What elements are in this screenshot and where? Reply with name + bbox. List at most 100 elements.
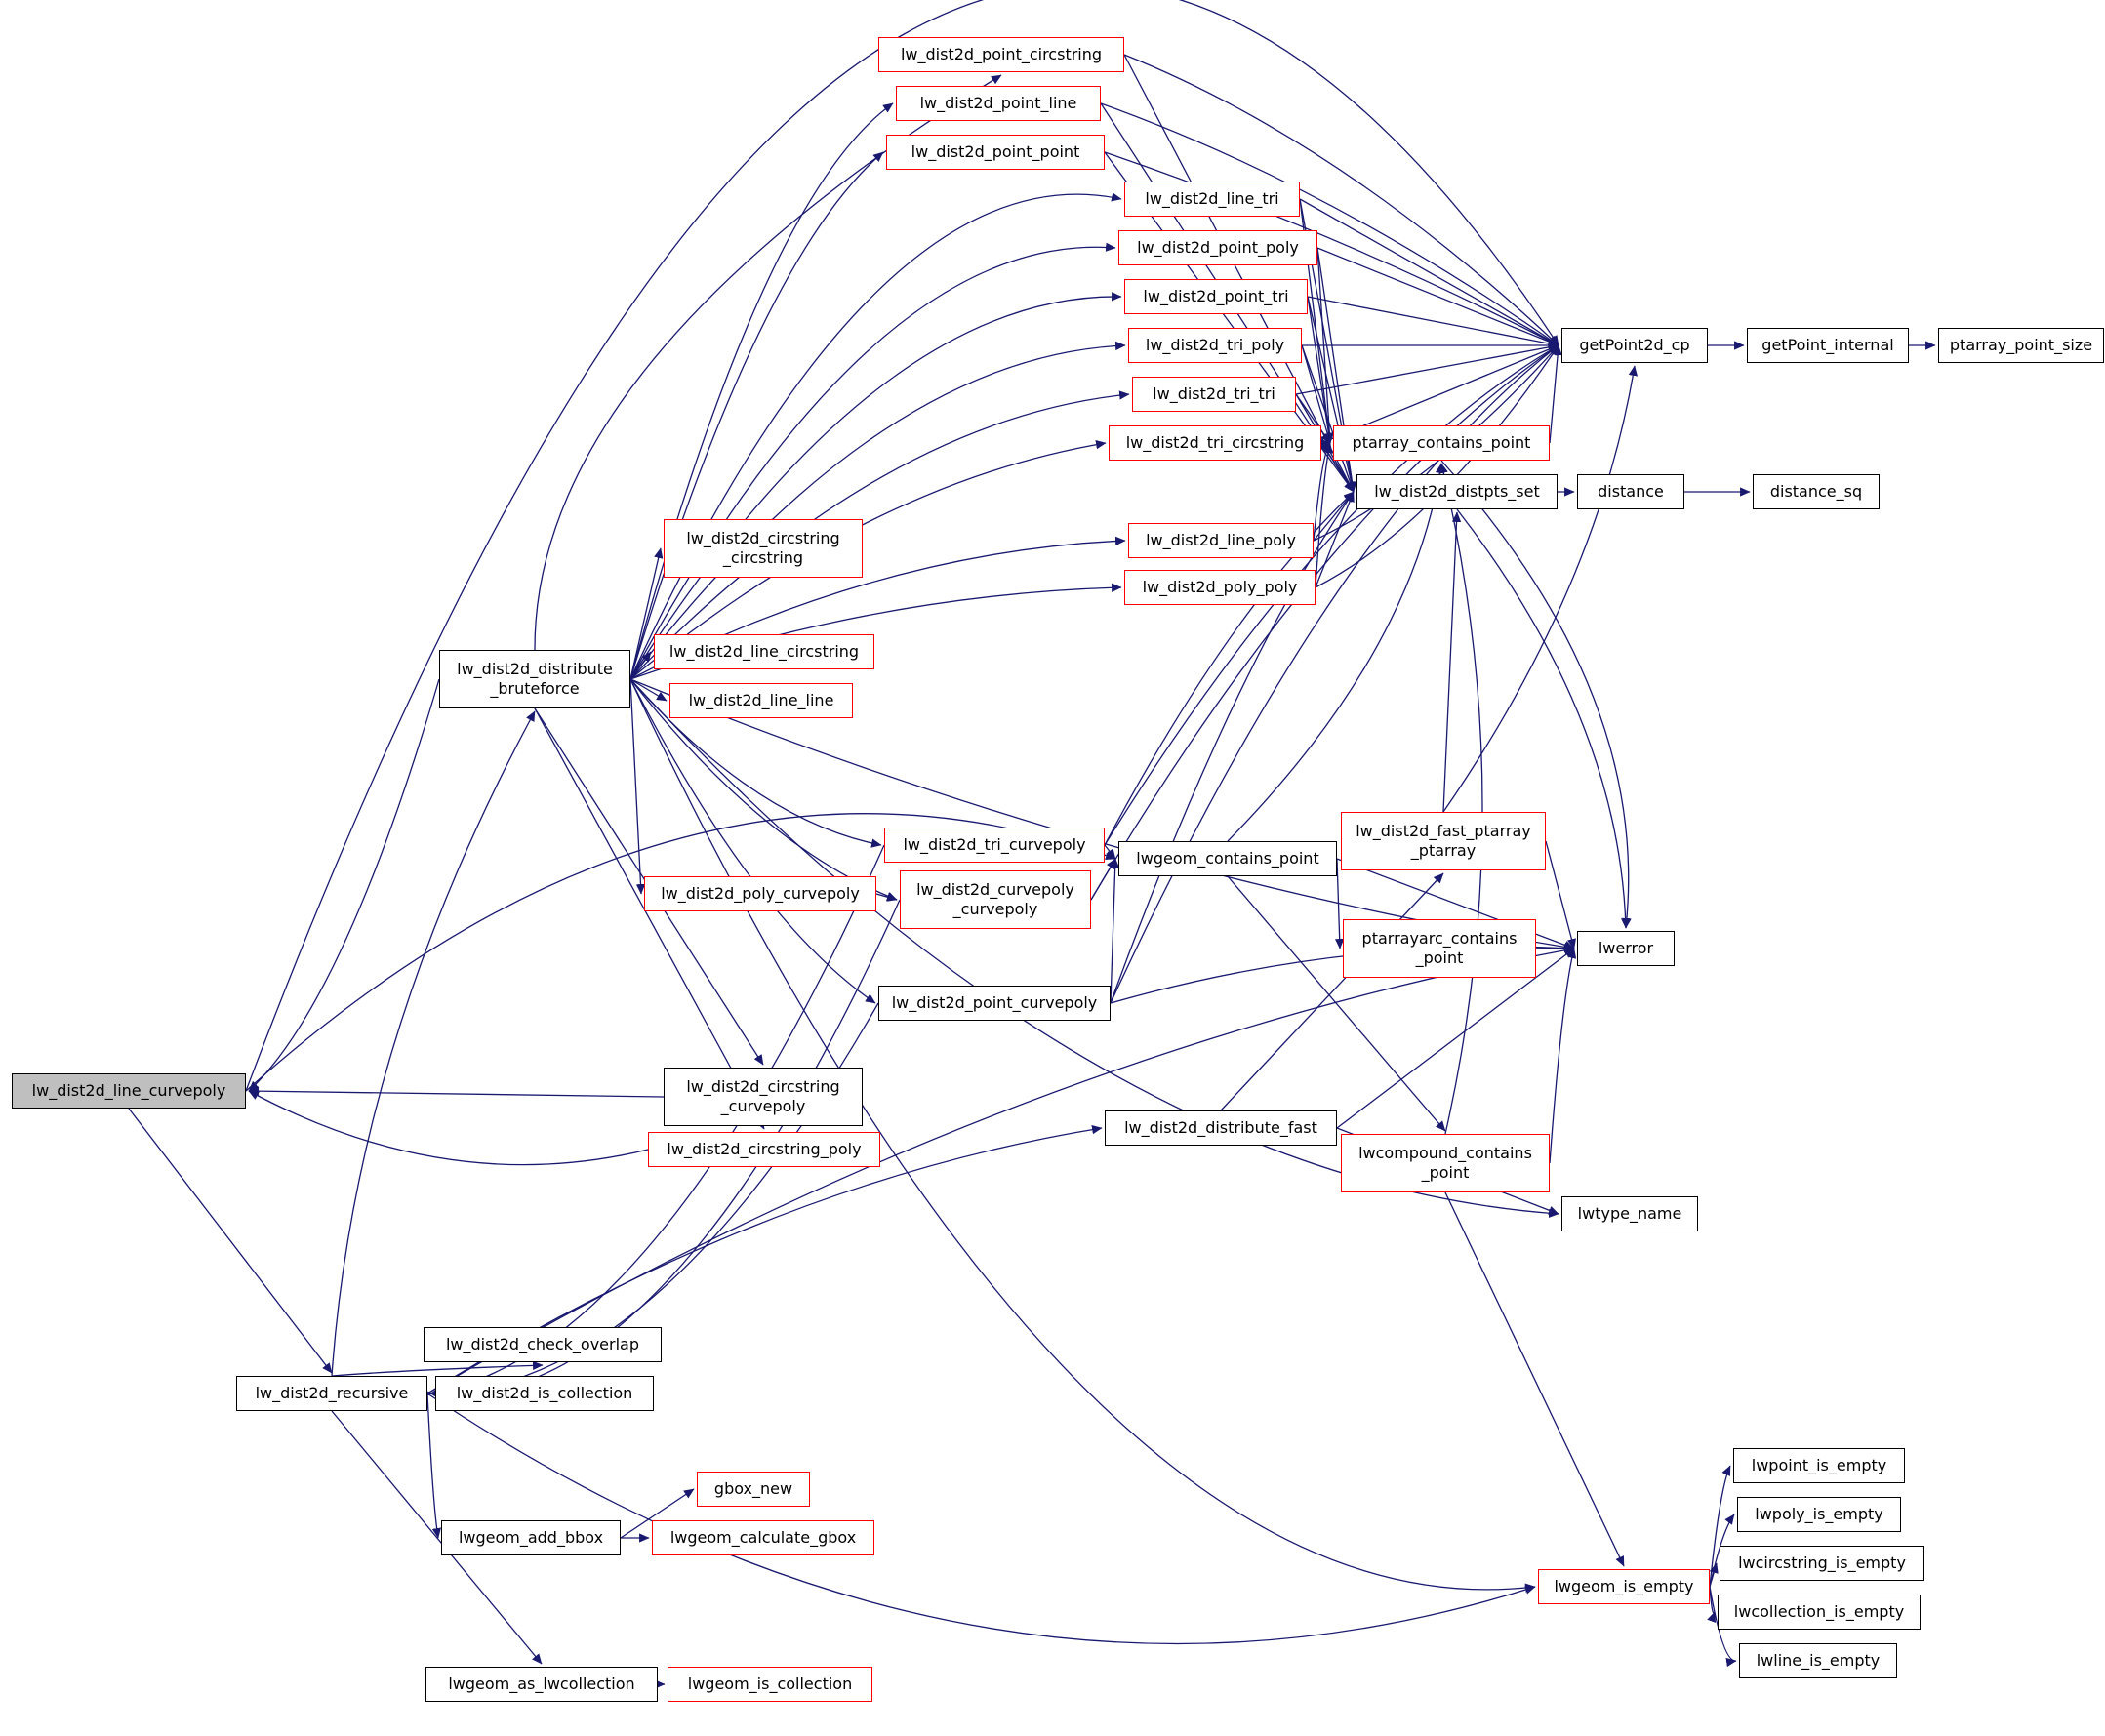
graph-node-circ_empty[interactable]: lwcircstring_is_empty	[1720, 1546, 1924, 1581]
graph-node-label: gbox_new	[713, 1479, 793, 1498]
graph-node-line_tri[interactable]: lw_dist2d_line_tri	[1124, 182, 1300, 217]
edge-lwcompound-lwerror	[1549, 948, 1577, 1164]
graph-node-fast_ptarray[interactable]: lw_dist2d_fast_ptarray _ptarray	[1341, 812, 1546, 870]
edge-fast_ptarray-distpts_set	[1442, 511, 1462, 813]
graph-node-line_line[interactable]: lw_dist2d_line_line	[669, 683, 853, 718]
graph-node-label: getPoint2d_cp	[1579, 336, 1690, 354]
edge-tri_tri-getPoint2d_cp	[1295, 343, 1559, 395]
graph-node-label: lwgeom_as_lwcollection	[448, 1675, 635, 1693]
graph-node-ptarray_point_size[interactable]: ptarray_point_size	[1938, 328, 2104, 363]
graph-node-getPoint_internal[interactable]: getPoint_internal	[1747, 328, 1909, 363]
edge-bruteforce-poly_curvepoly	[629, 678, 646, 895]
edge-root-recursive	[128, 1108, 333, 1374]
graph-node-label: lwline_is_empty	[1756, 1651, 1881, 1670]
graph-node-point_poly[interactable]: lw_dist2d_point_poly	[1118, 230, 1317, 265]
edge-circ_curvepoly-root	[248, 1086, 665, 1098]
graph-node-label: lw_dist2d_tri_curvepoly	[903, 835, 1086, 854]
edge-bruteforce-point_tri	[629, 292, 1122, 680]
edge-poly_poly-ptarray_contains	[1315, 442, 1333, 588]
graph-node-label: lw_dist2d_tri_circstring	[1125, 433, 1305, 452]
graph-node-root: lw_dist2d_line_curvepoly	[12, 1073, 246, 1109]
graph-node-is_empty[interactable]: lwgeom_is_empty	[1538, 1569, 1710, 1604]
graph-node-label: lw_dist2d_curvepoly _curvepoly	[916, 880, 1074, 918]
graph-node-gbox_new[interactable]: gbox_new	[697, 1472, 810, 1507]
graph-node-distribute_fast[interactable]: lw_dist2d_distribute_fast	[1105, 1110, 1337, 1146]
graph-node-getPoint2d_cp[interactable]: getPoint2d_cp	[1561, 328, 1708, 363]
graph-node-as_coll[interactable]: lwgeom_as_lwcollection	[425, 1667, 658, 1702]
graph-node-point_tri[interactable]: lw_dist2d_point_tri	[1124, 279, 1308, 314]
graph-node-lwtype_name[interactable]: lwtype_name	[1561, 1196, 1698, 1231]
edge-bruteforce-circ_poly	[534, 707, 765, 1130]
graph-node-label: lwcollection_is_empty	[1733, 1602, 1905, 1621]
graph-node-circ_poly[interactable]: lw_dist2d_circstring_poly	[648, 1132, 880, 1167]
graph-node-calc_gbox[interactable]: lwgeom_calculate_gbox	[652, 1520, 874, 1555]
edge-recursive-bruteforce	[331, 710, 536, 1377]
graph-node-tri_circstring[interactable]: lw_dist2d_tri_circstring	[1109, 425, 1321, 461]
edge-tri_poly-distpts_set	[1301, 344, 1356, 493]
graph-node-poly_empty[interactable]: lwpoly_is_empty	[1737, 1497, 1901, 1532]
graph-node-ptarrayarc[interactable]: ptarrayarc_contains _point	[1343, 919, 1536, 978]
graph-node-poly_curvepoly[interactable]: lw_dist2d_poly_curvepoly	[644, 876, 876, 911]
graph-node-point_circstring[interactable]: lw_dist2d_point_circstring	[878, 37, 1124, 72]
edge-point_curvepoly-geom_contains	[1110, 858, 1120, 1004]
graph-node-point_point[interactable]: lw_dist2d_point_point	[886, 135, 1105, 170]
graph-node-label: lwgeom_add_bbox	[458, 1528, 604, 1547]
graph-node-tri_curvepoly[interactable]: lw_dist2d_tri_curvepoly	[884, 828, 1105, 863]
graph-node-is_coll[interactable]: lwgeom_is_collection	[668, 1667, 872, 1702]
edge-ptarray_contains-getPoint2d_cp	[1549, 344, 1562, 444]
graph-node-distance_sq[interactable]: distance_sq	[1753, 474, 1880, 509]
graph-node-line_empty[interactable]: lwline_is_empty	[1739, 1643, 1897, 1678]
graph-node-point_line[interactable]: lw_dist2d_point_line	[896, 86, 1101, 121]
graph-node-poly_poly[interactable]: lw_dist2d_poly_poly	[1124, 570, 1316, 605]
graph-node-label: ptarrayarc_contains _point	[1361, 929, 1518, 967]
graph-node-add_bbox[interactable]: lwgeom_add_bbox	[441, 1520, 621, 1555]
graph-node-label: lwgeom_calculate_gbox	[669, 1528, 857, 1547]
graph-node-label: ptarray_point_size	[1949, 336, 2093, 354]
graph-node-tri_tri[interactable]: lw_dist2d_tri_tri	[1132, 377, 1296, 412]
edge-circ_poly-root	[248, 1090, 649, 1166]
edge-lwcompound-ptarray_contains	[1438, 463, 1483, 1135]
graph-node-lwcompound[interactable]: lwcompound_contains _point	[1341, 1134, 1550, 1192]
graph-node-label: lw_dist2d_is_collection	[456, 1384, 633, 1402]
edge-point_curvepoly-distpts_set	[1110, 491, 1355, 1004]
edge-bruteforce-point_curvepoly	[629, 678, 876, 1004]
graph-node-circ_circ[interactable]: lw_dist2d_circstring _circstring	[664, 519, 863, 578]
graph-node-distpts_set[interactable]: lw_dist2d_distpts_set	[1356, 474, 1558, 509]
graph-node-label: lwgeom_contains_point	[1136, 849, 1319, 868]
graph-node-label: lw_dist2d_check_overlap	[445, 1335, 639, 1353]
graph-node-circ_curvepoly[interactable]: lw_dist2d_circstring _curvepoly	[664, 1068, 863, 1126]
graph-node-point_curvepoly[interactable]: lw_dist2d_point_curvepoly	[878, 986, 1111, 1021]
graph-node-line_poly[interactable]: lw_dist2d_line_poly	[1128, 523, 1314, 558]
graph-node-point_empty[interactable]: lwpoint_is_empty	[1733, 1448, 1905, 1483]
graph-node-label: lw_dist2d_point_curvepoly	[891, 993, 1098, 1012]
graph-node-is_collection[interactable]: lw_dist2d_is_collection	[435, 1376, 654, 1411]
graph-node-distance[interactable]: distance	[1577, 474, 1684, 509]
edge-bruteforce-point_poly	[629, 242, 1116, 680]
graph-node-check_overlap[interactable]: lw_dist2d_check_overlap	[424, 1327, 662, 1362]
edge-line_tri-getPoint2d_cp	[1299, 198, 1559, 346]
graph-node-label: distance_sq	[1769, 482, 1863, 501]
graph-node-label: lw_dist2d_tri_tri	[1153, 384, 1275, 403]
graph-node-line_circ[interactable]: lw_dist2d_line_circstring	[654, 634, 874, 669]
edge-geom_contains-ptarray_contains	[1227, 463, 1445, 842]
graph-node-label: lw_dist2d_circstring _curvepoly	[686, 1077, 840, 1115]
graph-node-label: lwerror	[1598, 939, 1654, 957]
graph-node-lwerror[interactable]: lwerror	[1577, 931, 1675, 966]
edge-recursive-is_empty	[426, 1393, 1536, 1645]
graph-node-tri_poly[interactable]: lw_dist2d_tri_poly	[1128, 328, 1302, 363]
graph-node-coll_empty[interactable]: lwcollection_is_empty	[1718, 1595, 1921, 1630]
edge-bruteforce-line_line	[629, 678, 668, 702]
graph-node-bruteforce[interactable]: lw_dist2d_distribute _bruteforce	[439, 650, 630, 708]
graph-node-recursive[interactable]: lw_dist2d_recursive	[236, 1376, 427, 1411]
graph-node-geom_contains[interactable]: lwgeom_contains_point	[1118, 841, 1337, 876]
graph-node-curve_curve[interactable]: lw_dist2d_curvepoly _curvepoly	[900, 870, 1091, 929]
edge-is_empty-coll_empty	[1707, 1586, 1717, 1623]
edge-distribute_fast-fast_ptarray	[1220, 872, 1444, 1111]
edge-geom_contains-lwcompound	[1227, 875, 1446, 1132]
edge-recursive-check_overlap	[331, 1360, 544, 1377]
graph-node-label: lw_dist2d_point_tri	[1143, 287, 1289, 305]
edge-poly_poly-distpts_set	[1315, 491, 1355, 588]
edge-bruteforce-point_line	[629, 102, 894, 680]
graph-node-label: getPoint_internal	[1761, 336, 1894, 354]
graph-node-ptarray_contains[interactable]: ptarray_contains_point	[1333, 425, 1550, 461]
